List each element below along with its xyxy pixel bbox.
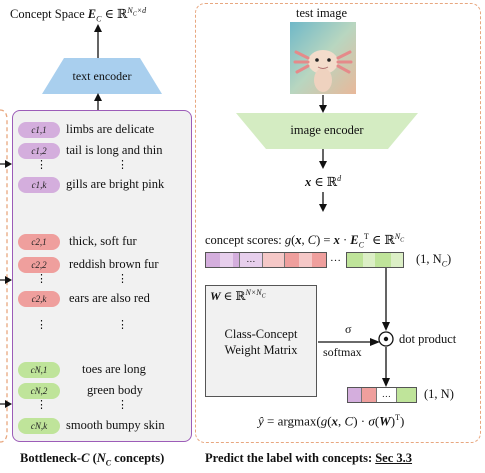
concept-pill: cN,k [18, 418, 60, 434]
arrow-to-x [318, 149, 328, 169]
softmax-arrow [318, 334, 380, 346]
concept-text: smooth bumpy skin [66, 418, 165, 432]
concept-text: green body [87, 383, 143, 397]
vdots: ⋮ [117, 319, 128, 331]
arrow-to-output [381, 347, 391, 387]
concept-text: gills are bright pink [66, 177, 165, 191]
arrow-to-text-encoder [93, 93, 103, 111]
left-dashed-edge [0, 108, 8, 444]
group-arrow-3 [0, 396, 12, 408]
weight-matrix [205, 285, 317, 397]
arrow-scores-to-dot [381, 268, 391, 331]
right-dashed-panel [195, 3, 481, 443]
weight-matrix-symbol: W ∈ ℝN×NC [210, 288, 266, 303]
output-bar: … [347, 387, 417, 403]
weight-matrix-name-line1: Class-Concept [224, 327, 298, 341]
x-vector-label: x ∈ ℝd [305, 174, 342, 190]
concept-pill: cN,1 [18, 362, 60, 378]
concept-text: tail is long and thin [66, 143, 163, 157]
sigma-label: σ [345, 322, 352, 336]
vdots: ⋮ [36, 399, 47, 411]
bar-gap-ellipsis: … [330, 252, 341, 264]
concept-pill: c1,k [18, 177, 60, 193]
concept-pill: cN,2 [18, 383, 60, 399]
vdots: ⋮ [36, 319, 47, 331]
test-image-label: test image [296, 6, 348, 20]
left-caption: Bottleneck-C (NC concepts) [20, 451, 165, 468]
group-arrow-2 [0, 272, 12, 284]
concept-pill: c2,1 [18, 234, 60, 250]
right-caption: Predict the label with concepts: Sec 3.3 [205, 451, 413, 465]
score-shape-label: (1, NC) [416, 252, 452, 269]
group-arrow-1 [0, 156, 12, 168]
prediction-formula: ŷ = argmax(g(x, C) · σ(W)T) [258, 413, 405, 429]
concept-space-label: Concept Space EC ∈ ℝNC×d [10, 6, 147, 24]
vdots: ⋮ [117, 159, 128, 171]
concept-score-bar-a: … [205, 252, 327, 268]
concept-text: reddish brown fur [69, 257, 159, 271]
dot-product-operator [378, 331, 394, 347]
concept-text: limbs are delicate [66, 122, 155, 136]
weight-matrix-name-line2: Weight Matrix [224, 343, 298, 357]
concept-pill: c1,2 [18, 143, 60, 159]
dot-product-label: dot product [399, 332, 457, 346]
concept-pill: c2,2 [18, 257, 60, 273]
concept-text: toes are long [82, 362, 146, 376]
arrow-to-image-encoder [318, 95, 328, 113]
image-encoder: image encoder [236, 113, 418, 149]
vdots: ⋮ [36, 159, 47, 171]
arrow-to-scores [318, 192, 328, 212]
vdots: ⋮ [117, 399, 128, 411]
vdots: ⋮ [36, 273, 47, 285]
concept-scores-formula: concept scores: g(x, C) = x · ECT ∈ ℝNC [205, 232, 405, 250]
vdots: ⋮ [117, 273, 128, 285]
text-encoder: text encoder [42, 58, 162, 94]
concept-pill: c1,1 [18, 122, 60, 138]
concept-text: ears are also red [69, 291, 150, 305]
softmax-label: softmax [323, 345, 362, 359]
test-image [290, 22, 356, 94]
concept-text: thick, soft fur [69, 234, 137, 248]
arrow-to-concept-space [93, 24, 103, 58]
concept-score-bar-b [346, 252, 404, 268]
concept-pill: c2,k [18, 291, 60, 307]
output-shape-label: (1, N) [424, 387, 454, 401]
